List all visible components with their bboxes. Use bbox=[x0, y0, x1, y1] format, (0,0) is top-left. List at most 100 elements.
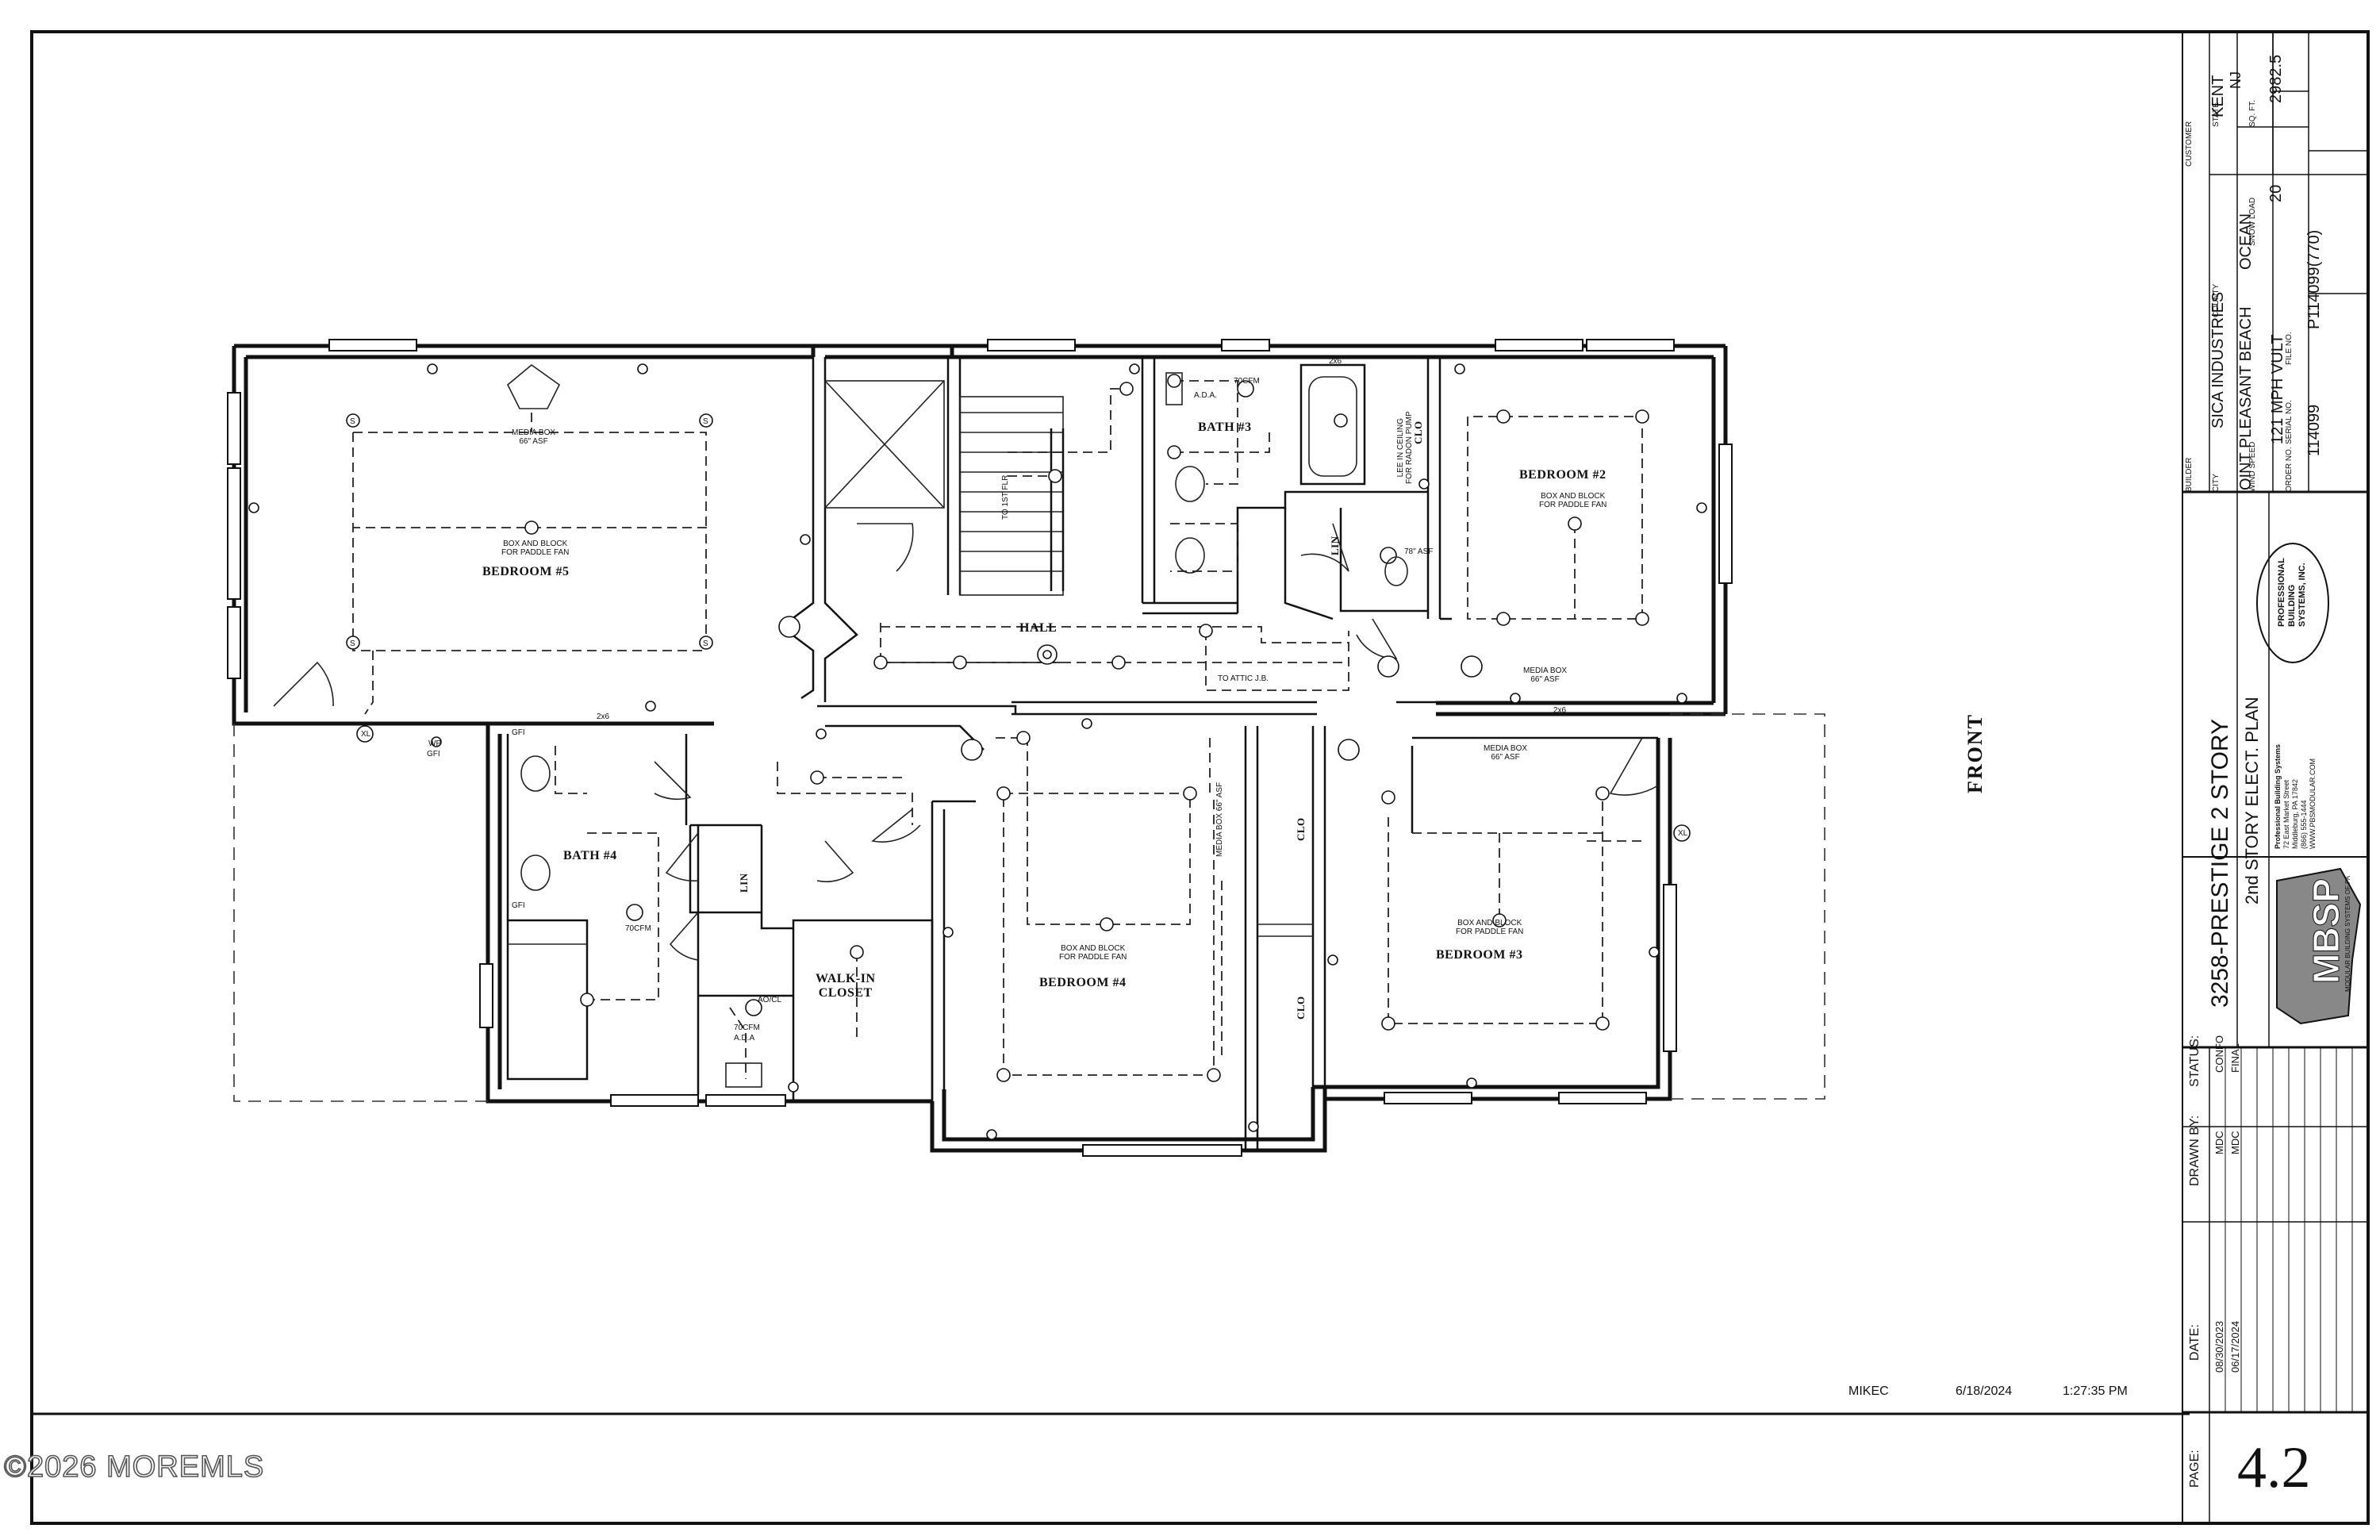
ceiling-outlets: S S S S bbox=[346, 374, 1691, 1082]
svg-text:S: S bbox=[350, 639, 355, 648]
tb-sqft: 2982.5 bbox=[2267, 54, 2285, 103]
walkin-line2: CLOSET bbox=[818, 986, 873, 1000]
room-label-bedroom4: BEDROOM #4 bbox=[1039, 976, 1127, 989]
room-label-hall: HALL bbox=[1019, 621, 1058, 635]
tb-wind-label: WIND SPEED bbox=[2248, 441, 2257, 492]
paddle-note-line1: BOX AND BLOCK bbox=[1061, 944, 1126, 953]
media-box-vertical-bed4: MEDIA BOX 66" ASF bbox=[1215, 782, 1224, 857]
doors bbox=[273, 523, 1659, 961]
tb-status-label: STATUS: bbox=[2188, 1035, 2202, 1087]
media-note-line1: MEDIA BOX bbox=[1484, 744, 1528, 753]
tb-row2-by: MDC bbox=[2229, 1131, 2241, 1154]
svg-text:S: S bbox=[703, 639, 708, 648]
ada-note-bath3: A.D.A. bbox=[1194, 391, 1217, 400]
plumbing-fixtures bbox=[507, 363, 1408, 1088]
tb-pbs-logo: PROFESSIONAL BUILDING SYSTEMS, INC. bbox=[2277, 558, 2308, 627]
chase bbox=[824, 380, 945, 509]
media-box-note-bedroom2: MEDIA BOX 66" ASF bbox=[1523, 666, 1567, 684]
paddle-note-line2: FOR PADDLE FAN bbox=[1539, 501, 1607, 509]
company-name: Professional Building Systems bbox=[2274, 743, 2282, 849]
smoke-detectors bbox=[778, 616, 1483, 761]
tb-sqft-label: SQ. FT. bbox=[2248, 100, 2257, 127]
tb-title-line1: 3258-PRESTIGE 2 STORY bbox=[2207, 718, 2233, 1008]
room-label-bedroom3: BEDROOM #3 bbox=[1436, 948, 1523, 962]
paddle-fan-note-bedroom5: BOX AND BLOCK FOR PADDLE FAN bbox=[501, 540, 569, 557]
media-box-note-bedroom3: MEDIA BOX 66" ASF bbox=[1484, 744, 1527, 762]
company-addr1: 72 East Market Street bbox=[2282, 779, 2290, 849]
room-label-clo-bed4b: CLO bbox=[1295, 996, 1307, 1020]
tb-builder-label: BUILDER bbox=[2185, 457, 2194, 492]
tb-row1-status: CONFO bbox=[2213, 1035, 2225, 1073]
windows bbox=[227, 339, 1733, 1157]
media-box-note-bedroom5: MEDIA BOX 66" ASF bbox=[512, 428, 555, 446]
tb-company-address: Professional Building Systems 72 East Ma… bbox=[2274, 744, 2317, 849]
attic-jb-note: TO ATTIC J.B. bbox=[1218, 674, 1269, 683]
gfi-note-b: GFI bbox=[512, 728, 525, 737]
interior-walls bbox=[506, 357, 1658, 1150]
tb-mbsp-logo: MBSP bbox=[2305, 878, 2347, 985]
tb-snow: 20 bbox=[2267, 184, 2285, 202]
cfm-note-bath4b: 70CFM bbox=[734, 1023, 760, 1032]
wp-note: WP bbox=[428, 739, 442, 748]
tb-row2-date: 06/17/2024 bbox=[2229, 1320, 2241, 1373]
room-label-walkin: WALK-IN CLOSET bbox=[816, 972, 876, 1000]
ada-note-bath4: A.D.A bbox=[734, 1034, 755, 1043]
tb-county-label: COUNTY bbox=[2212, 283, 2221, 317]
media-note-line2: 66" ASF bbox=[1491, 753, 1520, 762]
receptacles bbox=[248, 363, 1707, 1140]
radon-line1: LEE IN CEILING bbox=[1396, 417, 1405, 478]
bathtub bbox=[1299, 363, 1366, 486]
sheet-border bbox=[30, 30, 2370, 1525]
paddle-note-line2: FOR PADDLE FAN bbox=[1456, 927, 1524, 936]
tb-page-number: 4.2 bbox=[2237, 1435, 2311, 1500]
tb-title-line2: 2nd STORY ELECT. PLAN bbox=[2242, 697, 2262, 904]
room-label-bath4: BATH #4 bbox=[563, 849, 617, 862]
room-label-lin-bath4: LIN bbox=[738, 873, 750, 893]
paddle-note-line1: BOX AND BLOCK bbox=[1457, 919, 1522, 927]
media-note-line1: MEDIA BOX bbox=[1523, 666, 1568, 675]
svg-text:S: S bbox=[703, 417, 708, 426]
tb-snow-label: SNOW LOAD bbox=[2248, 197, 2257, 246]
tb-page-label: PAGE: bbox=[2188, 1450, 2202, 1488]
tb-row1-by: MDC bbox=[2213, 1131, 2225, 1154]
to-first-floor-note: TO 1ST FLR bbox=[1001, 474, 1010, 520]
radon-line2: FOR RADON PUMP bbox=[1405, 411, 1414, 484]
pbs-logo-line1: PROFESSIONAL bbox=[2277, 558, 2286, 627]
company-addr2: Middleburg, PA 17842 bbox=[2291, 779, 2299, 849]
tb-city-label: CITY bbox=[2212, 474, 2221, 492]
room-label-bedroom5: BEDROOM #5 bbox=[482, 565, 570, 578]
tb-customer-label: CUSTOMER bbox=[2185, 121, 2194, 167]
porch-outline bbox=[233, 713, 1825, 1102]
plot-time: 1:27:35 PM bbox=[2063, 1384, 2128, 1398]
xl-note-b: XL bbox=[1678, 829, 1688, 838]
paddle-note-line1: BOX AND BLOCK bbox=[503, 540, 568, 548]
tb-file-label: FILE NO. bbox=[2285, 332, 2294, 365]
label-front: FRONT bbox=[1964, 713, 1987, 793]
room-label-bath3: BATH #3 bbox=[1198, 421, 1252, 434]
paddle-note-line2: FOR PADDLE FAN bbox=[1059, 953, 1127, 962]
tb-file: P114099(770) bbox=[2305, 229, 2323, 329]
xl-note-a: XL bbox=[361, 730, 371, 739]
pbs-logo-line3: SYSTEMS, INC. bbox=[2297, 563, 2307, 627]
media-note-line2: 66" ASF bbox=[1530, 675, 1560, 684]
paddle-note-line2: FOR PADDLE FAN bbox=[501, 548, 570, 557]
walkin-line1: WALK-IN bbox=[816, 972, 876, 985]
two-by-six-note-a: 2x6 bbox=[597, 712, 610, 721]
room-label-clo-bed4a: CLO bbox=[1295, 817, 1307, 841]
gfi-note-a: GFI bbox=[427, 750, 440, 758]
cfm-note-bath4: 70CFM bbox=[625, 924, 651, 933]
tb-drawn-label: DRAWN BY: bbox=[2188, 1115, 2202, 1186]
tb-state-label: STATE bbox=[2212, 102, 2221, 127]
tb-date-label: DATE: bbox=[2188, 1324, 2202, 1361]
asf78-note: 78" ASF bbox=[1404, 547, 1434, 556]
stair-treads bbox=[960, 412, 1065, 591]
plot-date: 6/18/2024 bbox=[1956, 1384, 2013, 1398]
tb-row2-status: FINAL bbox=[2229, 1043, 2241, 1073]
media-note-line1: MEDIA BOX bbox=[512, 428, 556, 437]
paddle-fan-note-bedroom4: BOX AND BLOCK FOR PADDLE FAN bbox=[1059, 944, 1127, 962]
copyright-watermark: ©2026 MOREMLS bbox=[3, 1450, 265, 1484]
plot-user: MIKEC bbox=[1848, 1384, 1889, 1398]
company-addr3: (866) 555-1444 bbox=[2300, 800, 2308, 849]
title-block bbox=[2182, 32, 2368, 1523]
